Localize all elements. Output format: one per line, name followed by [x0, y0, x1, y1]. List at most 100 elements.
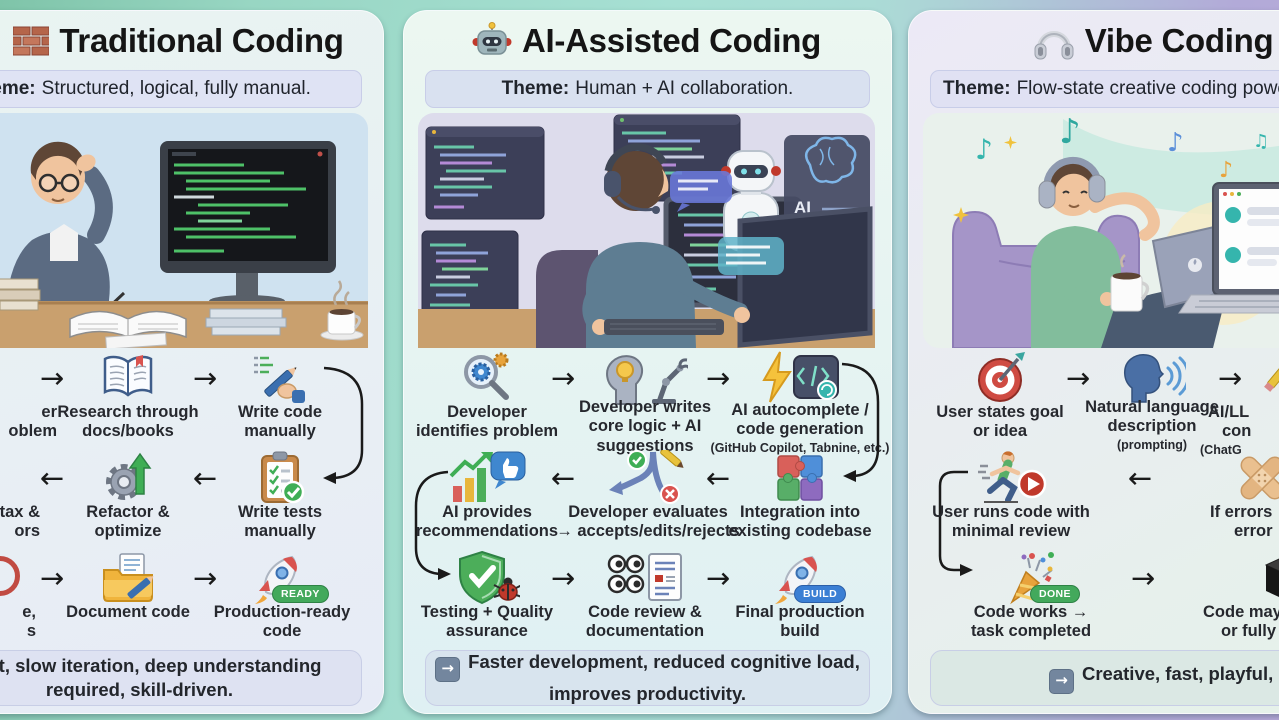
theme-text: Human + AI collaboration. [575, 78, 794, 99]
title-vibe: Vibe Coding [908, 18, 1279, 64]
done-badge: DONE [1030, 585, 1080, 603]
title-ai-assisted: AI-Assisted Coding [403, 18, 890, 64]
page-title: Traditional Coding [59, 22, 344, 59]
step-label-developer-problem-fragment: er oblem [8, 403, 57, 441]
flow-arrow-right: → [1065, 361, 1091, 395]
flow-arrow-right: → [705, 361, 731, 395]
books-stack-left [0, 278, 41, 311]
svg-text:♪: ♪ [1167, 128, 1184, 158]
coffee-mug [1110, 254, 1150, 312]
chart-thumbsup-icon [447, 450, 527, 511]
evaluate-branch-icon [607, 447, 687, 511]
flow-arrow-right: → [1217, 361, 1243, 395]
step-label-final-build: Final production build [735, 603, 865, 641]
svg-text:♪: ♪ [975, 133, 993, 166]
flow-arrow-right: → [192, 561, 218, 595]
step-label-research: Research through docs/books [57, 403, 199, 441]
page-title: AI-Assisted Coding [522, 22, 821, 59]
theme-label: Theme: [943, 78, 1011, 99]
summary-vibe: →Creative, fast, playful, experimentatio [930, 650, 1279, 706]
step-label-runs-code: User runs code with minimal review [932, 503, 1090, 541]
music-notes: ♪ ♪ ♪ ♪ ♫ [975, 113, 1269, 183]
chat-bubbles [670, 171, 784, 275]
step-label-natural-language: Natural language description (prompting) [1085, 398, 1219, 452]
theme-text: Flow-state creative coding powere [1016, 78, 1279, 99]
connector-row2-row3 [938, 470, 973, 576]
flow-arrow-left: ← [550, 461, 576, 495]
theme-pill-ai: Theme: Human + AI collaboration. [425, 70, 870, 108]
magnifier-gear-icon [459, 350, 515, 411]
summary-ai-assisted: →Faster development, reduced cognitive l… [425, 650, 870, 706]
step-label-core-logic: Developer writes core logic + AI suggest… [578, 398, 712, 455]
connector-row1-row2 [841, 362, 880, 482]
brick-icon [13, 26, 50, 56]
svg-text:♪: ♪ [1059, 113, 1081, 152]
step-label-user-goal: User states goal or idea [936, 403, 1064, 441]
step-label-write-tests: Write tests manually [237, 503, 323, 541]
summary-traditional: effort, slow iteration, deep understandi… [0, 650, 362, 706]
step-label-integration: Integration into existing codebase [728, 503, 872, 541]
theme-label: Theme: [0, 78, 36, 99]
ready-badge: READY [272, 585, 329, 603]
refactor-gear-icon [100, 450, 156, 511]
ai-assisted-illustration: AI [418, 113, 875, 348]
step-label-code-review: Code review & documentation [585, 603, 705, 641]
title-traditional: Traditional Coding [0, 18, 422, 64]
theme-text: Structured, logical, fully manual. [41, 78, 311, 99]
arrow-box-icon: → [1049, 668, 1074, 694]
writing-hand-icon [250, 350, 306, 411]
ai-brain-panel: AI [784, 135, 870, 229]
flow-arrow-left: ← [192, 461, 218, 495]
connector-row1-row2 [323, 366, 364, 484]
traditional-coding-illustration [0, 113, 368, 348]
step-label-debug-fragment: e, s [22, 603, 36, 641]
theme-pill-vibe: Theme: Flow-state creative coding powere [930, 70, 1279, 108]
step-label-ai-recommendations: AI provides recommendations [415, 503, 559, 541]
page-title: Vibe Coding [1084, 22, 1274, 59]
monitor-code [160, 141, 336, 307]
speaking-head-icon [1118, 350, 1190, 411]
flow-arrow-left: ← [1127, 461, 1153, 495]
step-label-production-ready: Production-ready code [213, 603, 351, 641]
flow-arrow-right: → [39, 361, 65, 395]
connector-row2-row3 [414, 470, 451, 580]
desk-laptop-chat [1178, 182, 1279, 314]
chair [536, 250, 598, 348]
arrow-box-icon: → [435, 656, 461, 682]
ai-label: AI [794, 198, 811, 217]
flow-arrow-right: → [705, 561, 731, 595]
open-book-icon [100, 350, 156, 411]
headphones-icon [1034, 31, 1074, 60]
pencil-icon-partial [1256, 350, 1279, 403]
step-label-developer-evaluates: Developer evaluates → accepts/edits/reje… [556, 503, 740, 541]
step-label-refactor: Refactor & optimize [86, 503, 170, 541]
flow-arrow-left: ← [705, 461, 731, 495]
bandage-icon [1234, 450, 1279, 511]
puzzle-icon [772, 450, 828, 511]
flow-arrow-right: → [1130, 561, 1156, 595]
step-label-identify-problem: Developer identifies problem [415, 403, 559, 441]
step-label-code-works: Code works → task completed [970, 603, 1092, 641]
flow-arrow-right: → [39, 561, 65, 595]
build-badge: BUILD [794, 585, 847, 603]
flow-arrow-right: → [550, 361, 576, 395]
target-icon [972, 350, 1028, 411]
svg-text:♪: ♪ [1219, 158, 1233, 183]
flow-arrow-left: ← [39, 461, 65, 495]
open-book [69, 310, 187, 339]
folder-document-icon [100, 550, 156, 611]
sparkles [953, 136, 1017, 223]
step-label-document-code: Document code [66, 603, 190, 621]
step-label-black-box-fragment: Code may rem or fully a “b [1203, 603, 1279, 641]
black-box-cube-icon [1262, 550, 1279, 611]
step-label-ai-llm-fragment: AI/LL con (ChatG [1200, 403, 1252, 457]
tests-clipboard-icon [252, 450, 308, 511]
step-label-testing-qa: Testing + Quality assurance [420, 603, 554, 641]
party-popper-icon [1002, 550, 1058, 611]
shield-bug-icon [456, 550, 523, 611]
robot-icon [472, 22, 512, 55]
vibe-coding-illustration: ♪ ♪ ♪ ♪ ♫ [923, 113, 1279, 348]
runner-play-icon [976, 450, 1048, 511]
step-label-if-errors-fragment: If errors → error → [1210, 503, 1279, 541]
paper-stack [105, 308, 287, 348]
